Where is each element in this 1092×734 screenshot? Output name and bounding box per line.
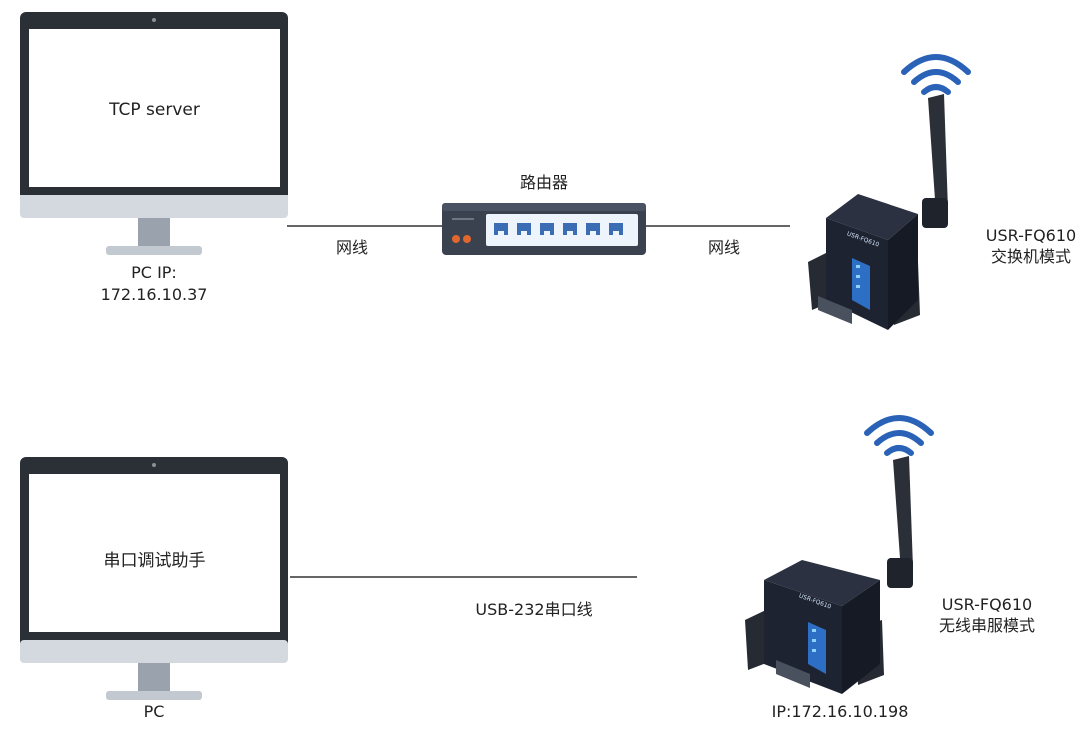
pc-ip-value: 172.16.10.37 xyxy=(100,285,208,304)
pc-ip-label: PC IP: xyxy=(131,263,177,282)
serial-cable-label: USB-232串口线 xyxy=(475,600,593,619)
pc-monitor-top xyxy=(20,12,288,255)
device-model-top: USR-FQ610 xyxy=(985,226,1077,245)
cable-left-label: 网线 xyxy=(335,238,368,257)
device-model-bottom: USR-FQ610 xyxy=(941,595,1033,614)
pc-screen-text-bottom: 串口调试助手 xyxy=(103,551,206,571)
pc-monitor-bottom xyxy=(20,457,288,700)
device-mode-top: 交换机模式 xyxy=(990,247,1071,266)
router-label: 路由器 xyxy=(519,173,568,192)
device-mode-bottom: 无线串服模式 xyxy=(938,616,1035,635)
router-device xyxy=(442,203,646,255)
pc-screen-text-top: TCP server xyxy=(109,100,200,120)
device-ip-bottom: IP:172.16.10.198 xyxy=(771,702,909,721)
usr-fq610-device-top xyxy=(808,54,971,330)
cable-right-label: 网线 xyxy=(707,238,740,257)
pc-label-bottom: PC xyxy=(143,702,165,721)
usr-fq610-device-bottom xyxy=(745,415,934,694)
